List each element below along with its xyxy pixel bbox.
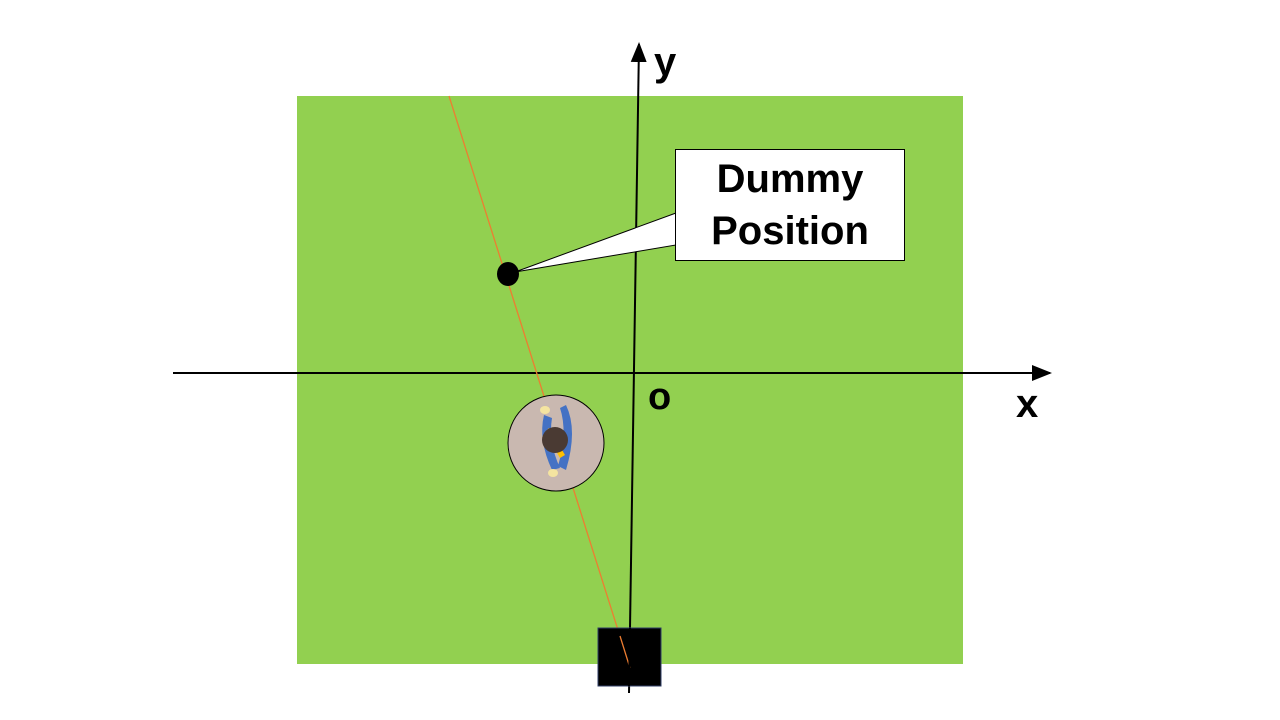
sight-line bbox=[448, 95, 631, 669]
x-axis-label: x bbox=[1016, 382, 1039, 426]
y-axis bbox=[628, 42, 647, 694]
sight-line-inside-device bbox=[619, 635, 631, 669]
dummy-position-callout: Dummy Position bbox=[675, 149, 905, 261]
person-top-view-icon bbox=[507, 394, 605, 492]
y-axis-label: y bbox=[654, 40, 677, 84]
callout-line-2: Position bbox=[711, 209, 869, 253]
callout-line-1: Dummy bbox=[716, 157, 864, 201]
dummy-marker-icon bbox=[497, 262, 519, 286]
y-axis-inside-device bbox=[628, 627, 631, 687]
origin-label: o bbox=[648, 376, 672, 418]
